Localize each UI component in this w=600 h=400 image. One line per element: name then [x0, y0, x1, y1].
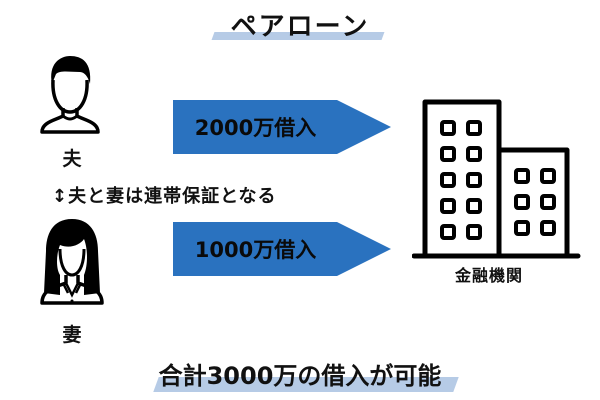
- arrow-shape-icon: [173, 222, 391, 276]
- page-title: ペアローン: [230, 12, 370, 42]
- lender-label: 金融機関: [455, 266, 524, 285]
- title-block: ペアローン: [200, 2, 400, 46]
- woman-avatar-icon: [40, 219, 104, 305]
- arrow-shape-icon: [173, 100, 391, 154]
- wife-label: 妻: [62, 324, 82, 346]
- building-icon: [412, 99, 581, 259]
- joint-guarantee-note: ↕夫と妻は連帯保証となる: [52, 186, 277, 207]
- loan-amount-husband: 2000万借入: [194, 116, 317, 140]
- loan-amount-wife: 1000万借入: [194, 238, 317, 262]
- summary-block: 合計3000万の借入が可能: [140, 352, 460, 396]
- loan-arrow-husband: 2000万借入: [173, 100, 393, 154]
- man-avatar-icon: [40, 56, 100, 134]
- husband-label: 夫: [62, 148, 82, 170]
- loan-arrow-wife: 1000万借入: [173, 222, 393, 276]
- summary-text: 合計3000万の借入が可能: [158, 362, 442, 390]
